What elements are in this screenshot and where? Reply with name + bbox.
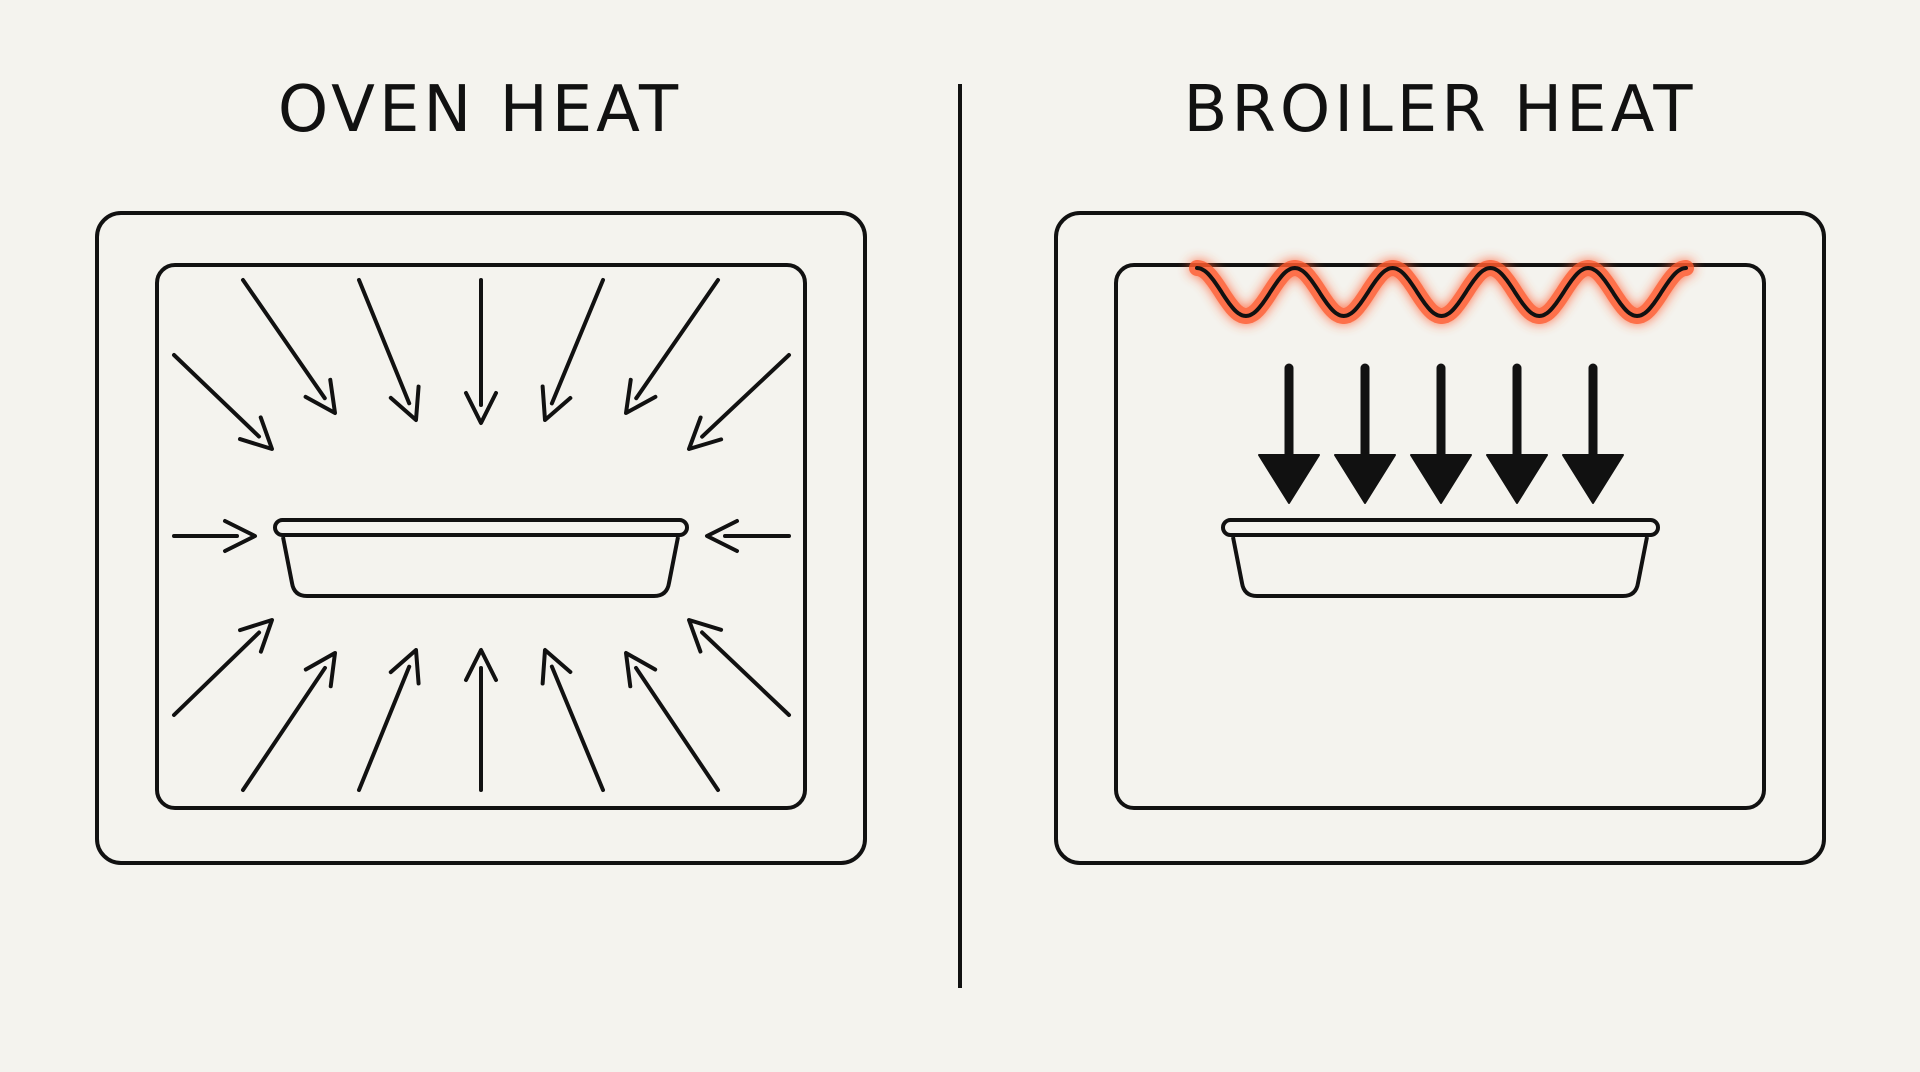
- oven-panel: [95, 211, 867, 865]
- oven-heat-arrow: [241, 278, 337, 415]
- broiler-pan: [1221, 518, 1660, 598]
- oven-heat-arrow: [464, 278, 498, 425]
- broiler-heat-arrow: [1334, 363, 1396, 504]
- oven-heat-title: OVEN HEAT: [277, 73, 683, 147]
- broiler-heat-arrow: [1258, 363, 1320, 504]
- broiler-heat-arrow: [1410, 363, 1472, 504]
- broiler-panel: [1054, 211, 1826, 865]
- converging-arrows-icon: [172, 278, 791, 792]
- oven-heat-arrow: [687, 353, 791, 451]
- broiler-heat-arrow: [1562, 363, 1624, 504]
- oven-heat-arrow: [540, 278, 605, 422]
- oven-heat-arrow: [241, 651, 337, 792]
- oven-heat-arrow: [624, 278, 720, 415]
- broiler-heat-arrow: [1486, 363, 1548, 504]
- oven-heat-arrow: [172, 353, 274, 451]
- broiler-heat-title: BROILER HEAT: [1183, 73, 1697, 147]
- baking-pan-icon: [273, 518, 689, 598]
- broiler-inner-cavity: [1114, 263, 1766, 810]
- baking-pan-icon: [1221, 518, 1660, 598]
- oven-heat-arrow: [172, 618, 274, 717]
- oven-heat-arrow: [687, 618, 791, 717]
- oven-heat-arrow: [464, 648, 498, 792]
- oven-pan: [273, 518, 689, 598]
- oven-heat-arrow: [540, 648, 605, 792]
- oven-outer-frame: [95, 211, 867, 865]
- oven-heat-arrow: [357, 278, 421, 422]
- broiler-outer-frame: [1054, 211, 1826, 865]
- oven-heat-arrow: [172, 519, 257, 553]
- oven-heat-arrow: [624, 651, 720, 792]
- oven-heat-arrow: [705, 519, 791, 553]
- oven-heat-arrow: [357, 648, 421, 792]
- down-arrow-icon: [1258, 363, 1624, 504]
- heating-element-icon: [1189, 260, 1694, 324]
- oven-inner-cavity: [155, 263, 807, 810]
